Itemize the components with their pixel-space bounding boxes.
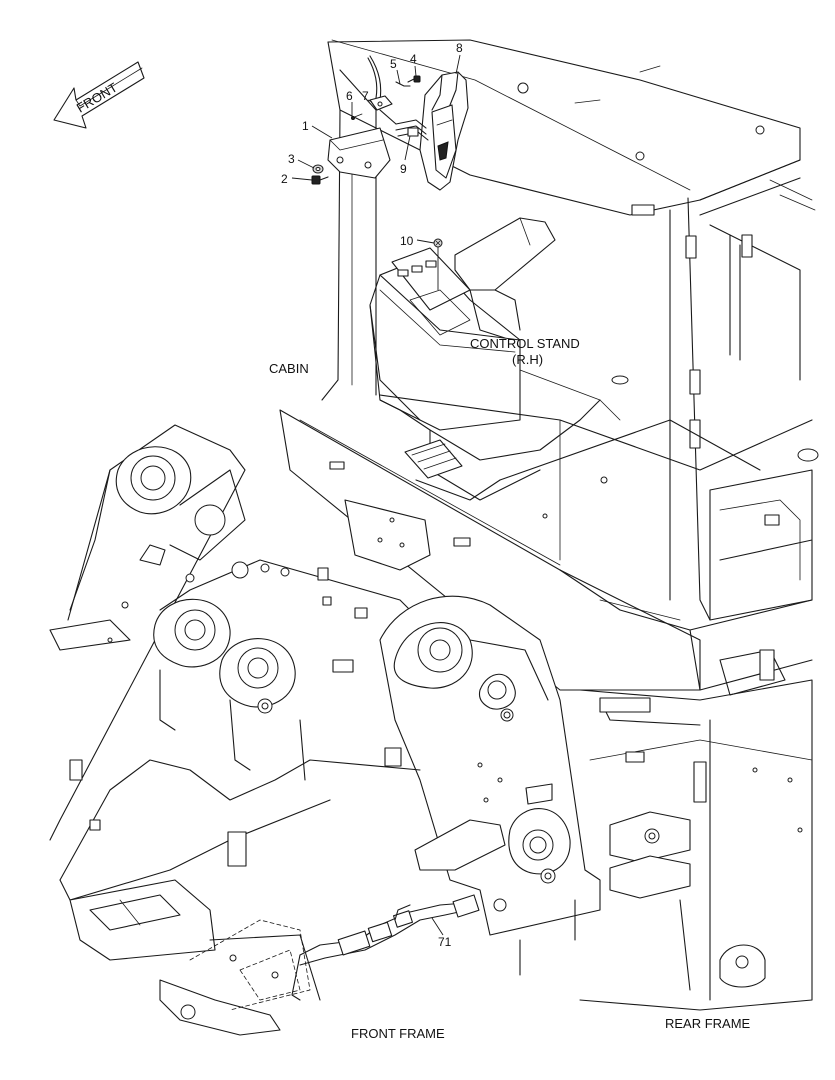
washer-part-3 [312, 164, 324, 174]
callout-10: 10 [400, 234, 414, 248]
callout-1: 1 [302, 119, 309, 133]
cabin-label: CABIN [269, 361, 309, 376]
wiring-harness-71 [291, 894, 480, 1001]
callout-numbers: 1 2 3 4 5 6 7 8 9 10 71 [281, 41, 463, 949]
callout-3: 3 [288, 152, 295, 166]
stay-part-6 [351, 55, 382, 120]
front-frame-label: FRONT FRAME [351, 1026, 445, 1041]
clamp-part-7 [369, 95, 393, 111]
clip-part-5 [395, 81, 411, 87]
control-stand-label: CONTROL STAND [470, 336, 580, 351]
cabin-structure [279, 39, 819, 691]
connector-part-9 [379, 109, 429, 141]
callout-8: 8 [456, 41, 463, 55]
control-stand-side-label: (R.H) [512, 352, 543, 367]
rear-frame-label: REAR FRAME [665, 1016, 751, 1031]
leader-lines [291, 54, 461, 936]
rear-frame [519, 649, 813, 1011]
callout-4: 4 [410, 52, 417, 66]
callout-9: 9 [400, 162, 407, 176]
control-stand [369, 217, 621, 519]
bolt-part-10 [433, 238, 443, 248]
callout-2: 2 [281, 172, 288, 186]
area-labels: CABIN CONTROL STAND (R.H) FRONT FRAME RE… [269, 336, 751, 1041]
callout-7: 7 [362, 89, 369, 103]
display-part-8 [419, 71, 469, 191]
callout-5: 5 [390, 57, 397, 71]
callout-6: 6 [346, 89, 353, 103]
callout-71: 71 [438, 935, 452, 949]
front-direction-arrow: FRONT [53, 61, 145, 129]
bracket-part-1 [327, 127, 391, 179]
loader-arm [49, 424, 601, 1036]
bolt-part-2 [311, 175, 329, 185]
screw-part-4 [407, 75, 421, 83]
